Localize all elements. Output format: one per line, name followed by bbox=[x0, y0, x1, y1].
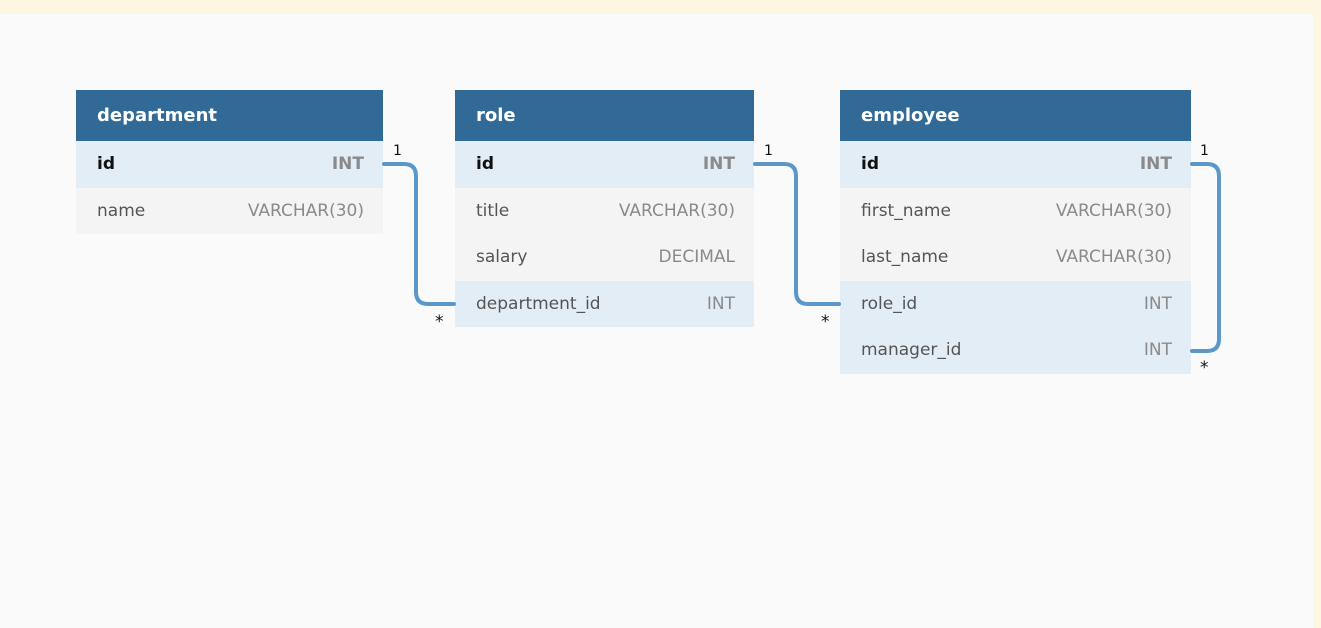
column-row[interactable]: last_name VARCHAR(30) bbox=[840, 234, 1191, 281]
column-type: VARCHAR(30) bbox=[1055, 200, 1172, 221]
table-header[interactable]: role bbox=[455, 90, 754, 141]
column-row[interactable]: id INT bbox=[840, 141, 1191, 188]
column-name: first_name bbox=[861, 200, 951, 221]
column-type: VARCHAR(30) bbox=[247, 200, 364, 221]
column-name: role_id bbox=[861, 293, 918, 314]
column-row[interactable]: role_id INT bbox=[840, 280, 1191, 327]
column-row[interactable]: id INT bbox=[455, 141, 754, 188]
column-row[interactable]: id INT bbox=[76, 141, 383, 188]
column-row[interactable]: manager_id INT bbox=[840, 327, 1191, 374]
column-name: id bbox=[476, 154, 494, 175]
column-row[interactable]: name VARCHAR(30) bbox=[76, 187, 383, 234]
column-type: INT bbox=[1139, 154, 1172, 175]
table-department[interactable]: department id INT name VARCHAR(30) bbox=[76, 90, 383, 234]
column-name: department_id bbox=[476, 293, 601, 314]
column-type: INT bbox=[702, 154, 735, 175]
column-type: VARCHAR(30) bbox=[1055, 247, 1172, 268]
column-name: id bbox=[97, 154, 115, 175]
column-type: INT bbox=[1143, 293, 1172, 314]
column-name: id bbox=[861, 154, 879, 175]
table-header[interactable]: department bbox=[76, 90, 383, 141]
column-row[interactable]: salary DECIMAL bbox=[455, 234, 754, 281]
column-type: DECIMAL bbox=[658, 247, 735, 268]
column-name: last_name bbox=[861, 247, 949, 268]
column-type: INT bbox=[1143, 340, 1172, 361]
table-header[interactable]: employee bbox=[840, 90, 1191, 141]
column-name: title bbox=[476, 200, 510, 221]
column-type: INT bbox=[331, 154, 364, 175]
table-employee[interactable]: employee id INT first_name VARCHAR(30) l… bbox=[840, 90, 1191, 374]
table-role[interactable]: role id INT title VARCHAR(30) salary DEC… bbox=[455, 90, 754, 327]
column-name: salary bbox=[476, 247, 528, 268]
column-row[interactable]: title VARCHAR(30) bbox=[455, 187, 754, 234]
column-row[interactable]: department_id INT bbox=[455, 280, 754, 327]
column-name: name bbox=[97, 200, 146, 221]
column-row[interactable]: first_name VARCHAR(30) bbox=[840, 187, 1191, 234]
column-type: INT bbox=[706, 293, 735, 314]
column-name: manager_id bbox=[861, 340, 962, 361]
column-type: VARCHAR(30) bbox=[618, 200, 735, 221]
